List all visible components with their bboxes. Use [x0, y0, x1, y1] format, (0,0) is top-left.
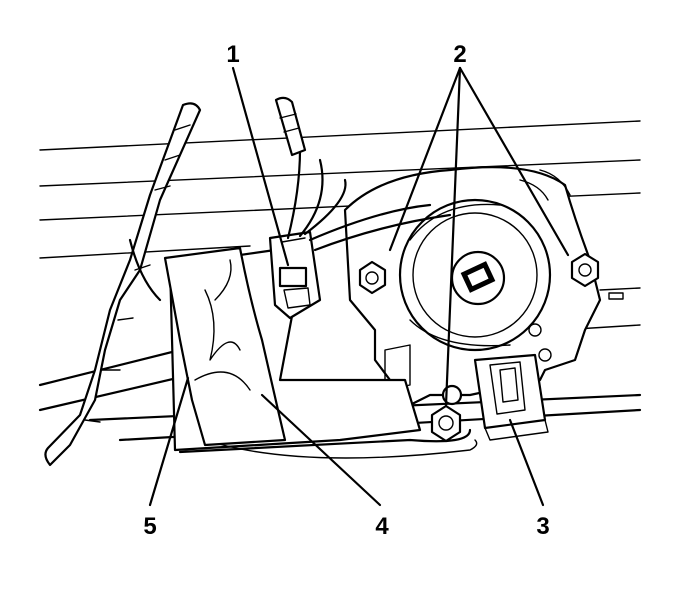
harness-strap	[163, 246, 287, 447]
leader-lines	[148, 66, 570, 507]
window-glass-lines	[39, 120, 641, 291]
position-sensor	[473, 353, 549, 441]
drive-gear	[398, 198, 552, 352]
callout-5: 5	[143, 513, 156, 540]
callout-4: 4	[375, 513, 389, 540]
callout-2: 2	[453, 41, 466, 68]
left-wrapped-harness	[44, 102, 202, 467]
bolt-upper-right	[570, 252, 600, 288]
connector-wires	[286, 148, 452, 252]
callout-3: 3	[536, 513, 549, 540]
motor-connector	[268, 230, 322, 320]
bolt-upper-left	[358, 260, 387, 295]
callout-1: 1	[226, 41, 239, 68]
upper-harness-wire	[274, 96, 307, 157]
